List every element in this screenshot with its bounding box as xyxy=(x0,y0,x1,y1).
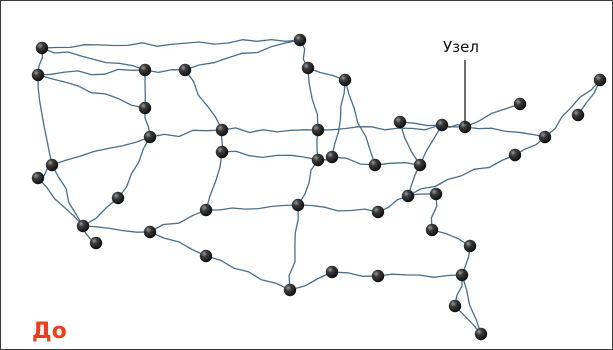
node-dot-icon xyxy=(474,327,488,341)
link-line xyxy=(419,124,443,166)
node-dot-icon xyxy=(458,120,472,134)
node-dot-icon xyxy=(435,118,449,132)
link-line xyxy=(374,162,421,166)
node-dot-icon xyxy=(455,268,469,282)
node-dot-icon xyxy=(425,223,439,237)
link-line xyxy=(331,156,376,166)
link-line xyxy=(464,126,546,138)
node-dot-icon xyxy=(301,61,315,75)
link-lines xyxy=(37,38,601,335)
link-line xyxy=(37,177,84,227)
link-line xyxy=(144,69,186,74)
node-dot-icon xyxy=(138,63,152,77)
node-dot-icon xyxy=(508,148,522,162)
node-dot-icon xyxy=(513,97,527,111)
node-dot-icon xyxy=(283,283,297,297)
node-dot-icon xyxy=(448,299,462,313)
node-dot-icon xyxy=(215,123,229,137)
link-line xyxy=(41,38,301,49)
link-line xyxy=(288,204,299,291)
link-line xyxy=(377,273,463,278)
node-dot-icon xyxy=(463,239,477,253)
node-dot-icon xyxy=(215,145,229,159)
link-line xyxy=(51,136,151,166)
node-dot-icon xyxy=(31,68,45,82)
link-line xyxy=(464,103,521,128)
link-line xyxy=(82,197,119,227)
node-dot-icon xyxy=(413,158,427,172)
node-dot-icon xyxy=(76,219,90,233)
link-line xyxy=(331,79,346,158)
node-dot-icon xyxy=(311,153,325,167)
node-dot-icon xyxy=(178,63,192,77)
link-line xyxy=(37,68,146,76)
link-line xyxy=(407,154,516,197)
link-line xyxy=(205,255,291,291)
link-line xyxy=(117,136,151,199)
link-line xyxy=(51,164,84,227)
link-line xyxy=(344,79,376,166)
node-dot-icon xyxy=(325,265,339,279)
link-line xyxy=(37,74,53,166)
link-line xyxy=(184,39,301,71)
link-line xyxy=(307,67,346,81)
node-dot-icon xyxy=(199,249,213,263)
link-line xyxy=(454,305,482,335)
node-dot-icon xyxy=(31,171,45,185)
node-dot-icon xyxy=(311,123,325,137)
link-line xyxy=(399,121,443,127)
link-line xyxy=(82,225,151,233)
link-line xyxy=(297,204,379,213)
node-dot-icon xyxy=(89,236,103,250)
node-dot-icon xyxy=(199,203,213,217)
node-dot-icon xyxy=(325,150,339,164)
link-line xyxy=(577,79,601,116)
link-line xyxy=(399,121,421,166)
node-dot-icon xyxy=(371,205,385,219)
link-line xyxy=(221,150,319,161)
node-dot-icon xyxy=(393,115,407,129)
callout-label: Узел xyxy=(443,38,479,56)
node-dot-icon xyxy=(593,73,607,87)
node-dot-icon xyxy=(401,189,415,203)
node-dot-icon xyxy=(429,187,443,201)
node-dot-icon xyxy=(371,269,385,283)
node-dots xyxy=(31,33,607,341)
node-dot-icon xyxy=(35,41,49,55)
link-line xyxy=(149,129,223,138)
node-dot-icon xyxy=(338,73,352,87)
node-dot-icon xyxy=(368,158,382,172)
link-line xyxy=(149,209,207,233)
link-line xyxy=(205,204,299,211)
link-line xyxy=(307,67,319,131)
link-line xyxy=(461,274,482,335)
node-dot-icon xyxy=(45,158,59,172)
link-line xyxy=(184,69,223,131)
link-line xyxy=(331,271,379,277)
node-dot-icon xyxy=(293,33,307,47)
node-dot-icon xyxy=(143,130,157,144)
link-line xyxy=(205,151,223,211)
node-dot-icon xyxy=(138,101,152,115)
link-line xyxy=(297,159,319,206)
link-line xyxy=(431,229,471,247)
caption-before: До xyxy=(32,319,67,344)
node-dot-icon xyxy=(111,191,125,205)
node-dot-icon xyxy=(291,198,305,212)
link-line xyxy=(37,74,146,109)
link-line xyxy=(221,127,319,134)
link-line xyxy=(544,79,601,138)
link-line xyxy=(289,271,333,291)
link-line xyxy=(41,47,146,71)
link-line xyxy=(149,231,207,257)
node-dot-icon xyxy=(143,225,157,239)
node-dot-icon xyxy=(538,130,552,144)
node-dot-icon xyxy=(571,108,585,122)
